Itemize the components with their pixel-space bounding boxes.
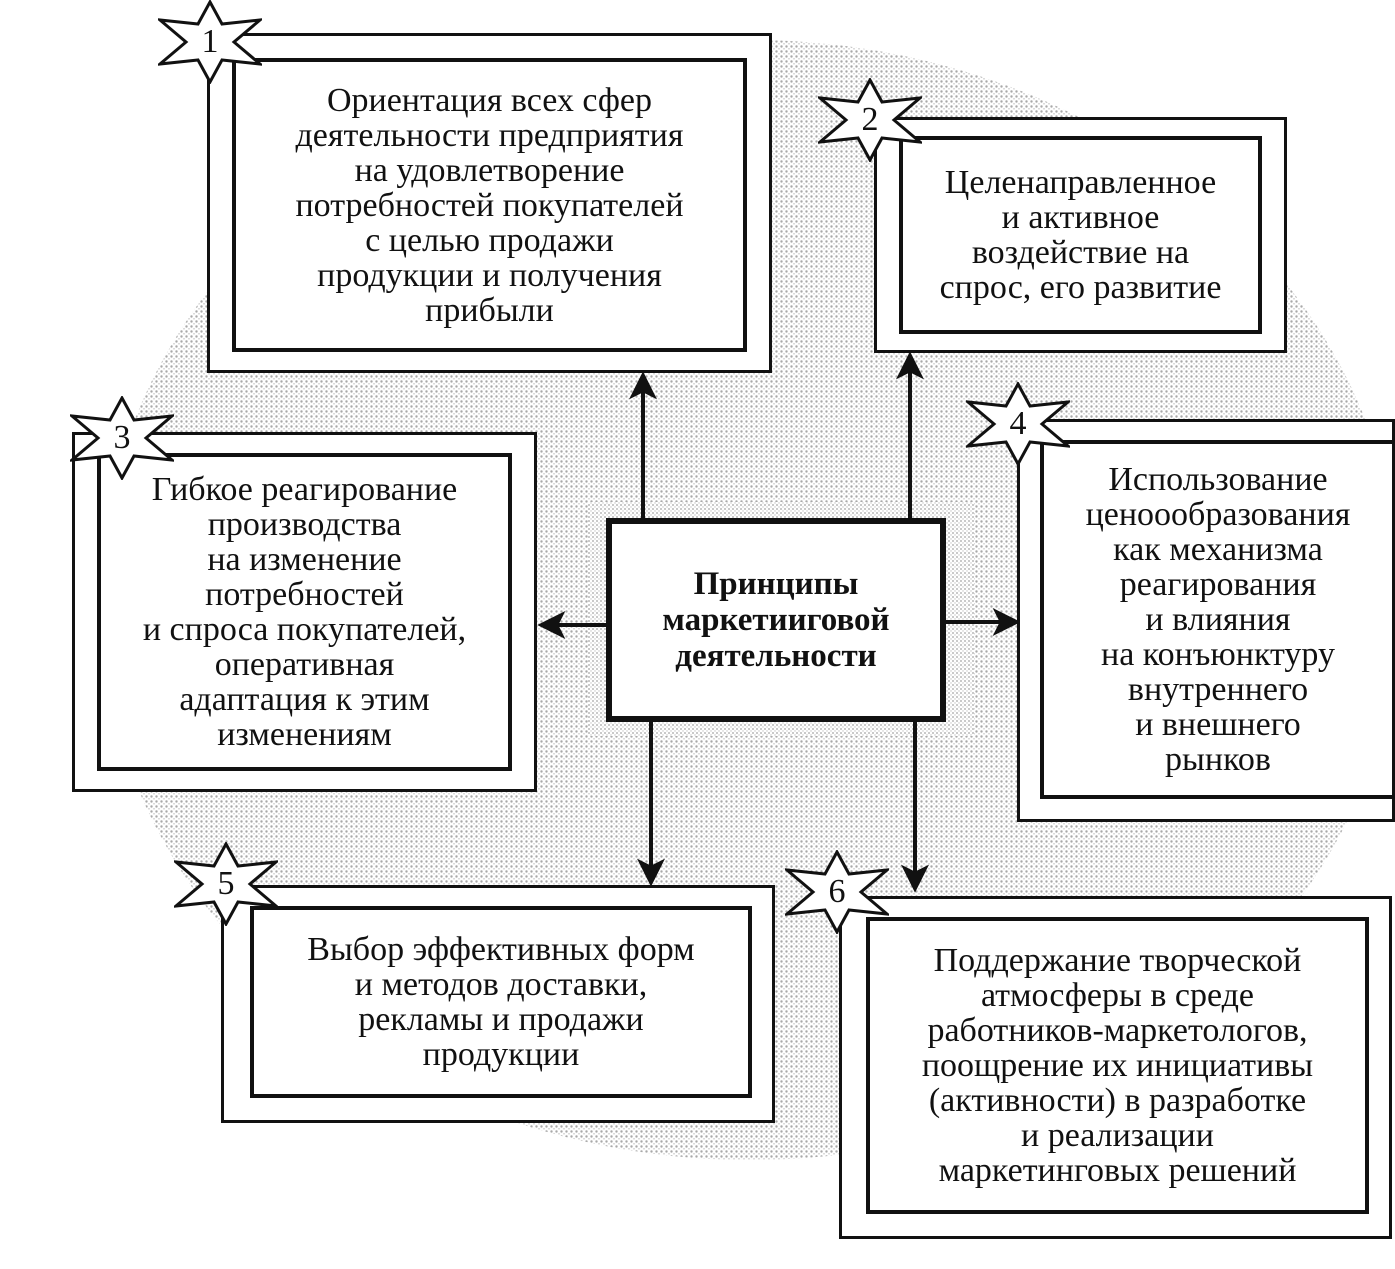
principle-box-5: Выбор эффективных форм и методов доставк… [221,885,775,1123]
star-icon [174,842,278,926]
star-icon [966,382,1070,466]
star-number-3: 3 [113,419,131,456]
principle-box-4-inner: Использование ценоообразования как механ… [1040,440,1392,799]
principle-3-text: Гибкое реагирование производства на изме… [142,471,467,753]
principle-box-3-inner: Гибкое реагирование производства на изме… [97,453,512,771]
star-number-1: 1 [201,23,219,60]
principle-box-1-inner: Ориентация всех сфер деятельности предпр… [232,58,747,352]
star-icon [70,396,174,480]
principle-6-text: Поддержание творческой атмосферы в среде… [921,942,1314,1189]
principle-box-6-inner: Поддержание творческой атмосферы в среде… [866,917,1369,1214]
principle-5-text: Выбор эффективных форм и методов доставк… [307,931,695,1073]
principle-box-2-inner: Целенаправленное и активное воздействие … [899,136,1262,334]
principle-box-2: Целенаправленное и активное воздействие … [874,117,1287,353]
principle-box-4: Использование ценоообразования как механ… [1017,419,1395,822]
principle-box-5-inner: Выбор эффективных форм и методов доставк… [250,906,752,1098]
principle-2-text: Целенаправленное и активное воздействие … [939,164,1222,306]
principle-1-text: Ориентация всех сфер деятельности предпр… [295,81,684,329]
star-badge-2: 2 [818,78,922,162]
star-badge-5: 5 [174,842,278,926]
star-number-6: 6 [828,873,846,910]
center-title: Принципы маркетииговой деятельности [662,566,890,674]
star-icon [818,78,922,162]
star-number-2: 2 [861,101,879,138]
principle-box-1: Ориентация всех сфер деятельности предпр… [207,33,772,373]
star-number-5: 5 [217,865,235,902]
star-number-4: 4 [1009,405,1027,442]
principle-box-3: Гибкое реагирование производства на изме… [72,432,537,792]
principle-box-6: Поддержание творческой атмосферы в среде… [839,896,1392,1239]
center-box: Принципы маркетииговой деятельности [606,518,946,722]
star-icon [785,850,889,934]
star-badge-1: 1 [158,0,262,84]
principle-4-text: Использование ценоообразования как механ… [1085,461,1351,778]
star-badge-6: 6 [785,850,889,934]
star-icon [158,0,262,84]
star-badge-4: 4 [966,382,1070,466]
star-badge-3: 3 [70,396,174,480]
